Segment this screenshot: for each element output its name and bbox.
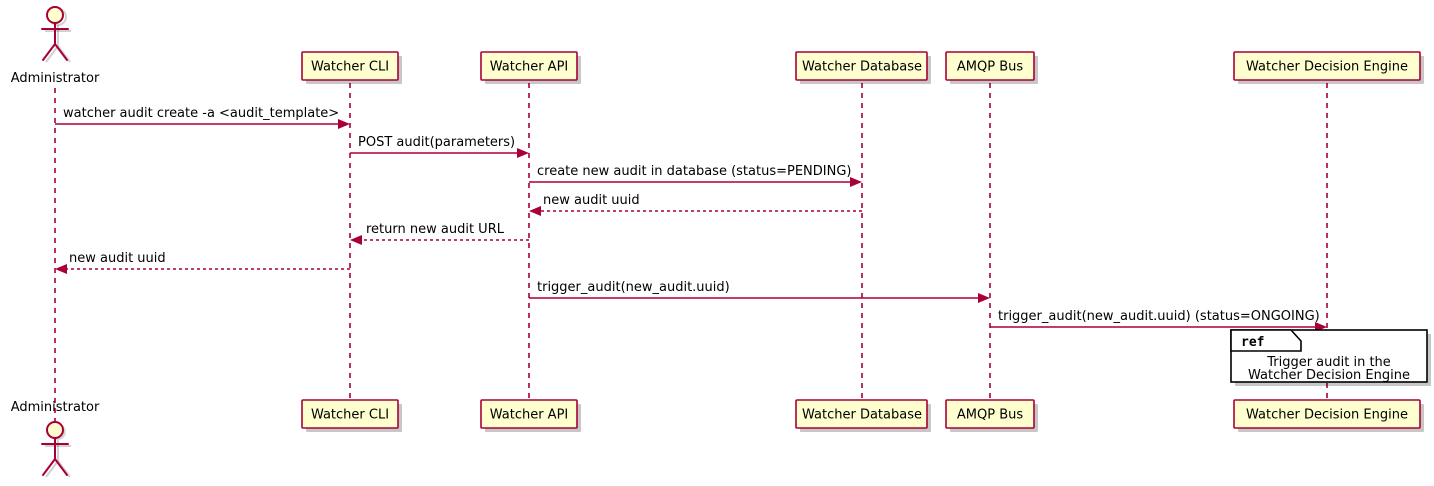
participant-label-watcher-api: Watcher API <box>490 60 569 75</box>
participant-label-amqp-bus: AMQP Bus <box>957 60 1023 75</box>
actor-administrator-top[interactable]: Administrator <box>11 6 100 86</box>
participant-label-watcher-cli: Watcher CLI <box>311 60 389 75</box>
participant-amqp-bus-bottom[interactable]: AMQP Bus <box>945 399 1038 432</box>
message-label: POST audit(parameters) <box>358 135 515 150</box>
message-return-new-audit-url[interactable]: return new audit URL <box>350 222 529 245</box>
arrow-head-left-icon <box>529 206 541 216</box>
actor-head-icon <box>46 6 64 24</box>
message-label: trigger_audit(new_audit.uuid) <box>537 280 730 295</box>
participant-watcher-decision-engine-bottom[interactable]: Watcher Decision Engine <box>1233 399 1424 432</box>
message-label: new audit uuid <box>543 193 640 208</box>
ref-body-line-1: Trigger audit in the <box>1266 355 1391 370</box>
arrow-head-right-icon <box>978 293 990 303</box>
participant-watcher-cli-top[interactable]: Watcher CLI <box>301 51 402 84</box>
participant-label-watcher-decision-engine: Watcher Decision Engine <box>1246 60 1408 75</box>
participant-boxes-bottom: Watcher CLI Watcher API Watcher Database… <box>301 399 1424 432</box>
message-label: watcher audit create -a <audit_template> <box>63 106 339 121</box>
participant-label-watcher-database: Watcher Database <box>802 408 922 423</box>
arrow-head-right-icon <box>338 119 350 129</box>
message-new-audit-uuid-cli[interactable]: new audit uuid <box>55 251 350 274</box>
message-label: create new audit in database (status=PEN… <box>537 164 852 179</box>
lifelines <box>54 83 1328 424</box>
participant-amqp-bus-top[interactable]: AMQP Bus <box>945 51 1038 84</box>
ref-body-line-2: Watcher Decision Engine <box>1248 368 1410 383</box>
message-label: trigger_audit(new_audit.uuid) (status=ON… <box>998 309 1320 324</box>
message-new-audit-uuid-db[interactable]: new audit uuid <box>529 193 862 216</box>
ref-keyword-tab <box>1230 329 1302 352</box>
participant-watcher-api-top[interactable]: Watcher API <box>480 51 581 84</box>
participant-label-watcher-cli: Watcher CLI <box>311 408 389 423</box>
participant-label-watcher-api: Watcher API <box>490 408 569 423</box>
participant-watcher-api-bottom[interactable]: Watcher API <box>480 399 581 432</box>
actor-label-administrator-top: Administrator <box>11 71 100 86</box>
ref-fragment-trigger-audit[interactable]: ref Trigger audit in the Watcher Decisio… <box>1230 329 1431 386</box>
message-trigger-audit[interactable]: trigger_audit(new_audit.uuid) <box>529 280 990 303</box>
message-label: new audit uuid <box>69 251 166 266</box>
participant-label-watcher-database: Watcher Database <box>802 60 922 75</box>
actor-leg-left-icon <box>42 43 56 61</box>
participant-watcher-decision-engine-top[interactable]: Watcher Decision Engine <box>1233 51 1424 84</box>
participant-watcher-cli-bottom[interactable]: Watcher CLI <box>301 399 402 432</box>
arrow-head-left-icon <box>350 235 362 245</box>
message-label: return new audit URL <box>366 222 505 237</box>
actor-leg-left-icon <box>42 458 56 476</box>
actor-leg-right-icon <box>54 458 68 476</box>
message-create-new-audit[interactable]: create new audit in database (status=PEN… <box>529 164 862 187</box>
message-trigger-audit-ongoing[interactable]: trigger_audit(new_audit.uuid) (status=ON… <box>990 309 1327 332</box>
arrow-head-left-icon <box>55 264 67 274</box>
actor-leg-right-icon <box>54 43 68 61</box>
actor-label-administrator-bottom: Administrator <box>11 400 100 415</box>
participant-label-watcher-decision-engine: Watcher Decision Engine <box>1246 408 1408 423</box>
participant-watcher-database-bottom[interactable]: Watcher Database <box>795 399 931 432</box>
ref-keyword-label: ref <box>1241 335 1264 350</box>
participant-boxes-top: Watcher CLI Watcher API Watcher Database… <box>301 51 1424 84</box>
participant-label-amqp-bus: AMQP Bus <box>957 408 1023 423</box>
actor-head-icon <box>46 421 64 439</box>
message-post-audit[interactable]: POST audit(parameters) <box>350 135 529 158</box>
arrow-head-right-icon <box>517 148 529 158</box>
arrow-head-right-icon <box>850 177 862 187</box>
message-watcher-audit-create[interactable]: watcher audit create -a <audit_template> <box>55 106 350 129</box>
actor-administrator-bottom[interactable]: Administrator <box>11 400 100 478</box>
participant-watcher-database-top[interactable]: Watcher Database <box>795 51 931 84</box>
